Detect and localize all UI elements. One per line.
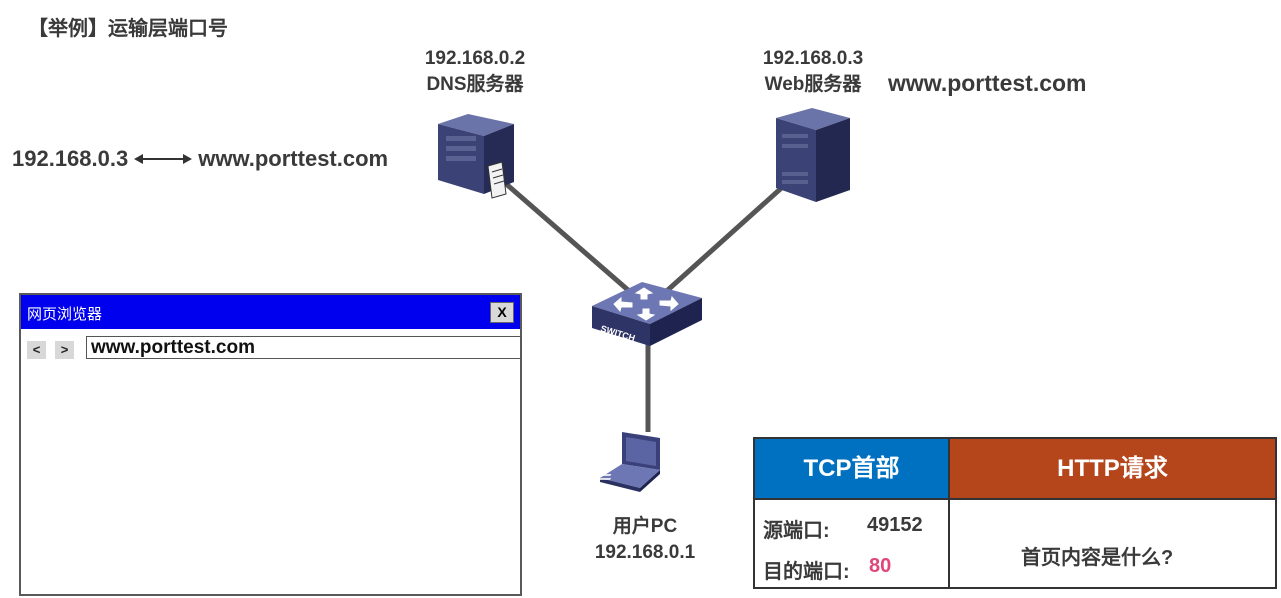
laptop-icon bbox=[594, 432, 660, 492]
web-server-icon bbox=[776, 108, 850, 202]
switch-icon: SWITCH bbox=[592, 282, 702, 346]
close-button[interactable]: X bbox=[490, 302, 514, 323]
back-button[interactable]: < bbox=[27, 341, 46, 359]
address-bar[interactable]: www.porttest.com bbox=[86, 336, 522, 359]
http-header-cell: HTTP请求 bbox=[950, 439, 1275, 498]
link-dns-switch bbox=[503, 181, 638, 299]
mapping-hostname: www.porttest.com bbox=[198, 146, 389, 171]
user-pc-name: 用户PC bbox=[612, 516, 678, 537]
user-pc-label: 用户PC 192.168.0.1 bbox=[570, 514, 720, 566]
page-title: 【举例】运输层端口号 bbox=[28, 18, 228, 40]
http-request-content: 首页内容是什么? bbox=[1021, 547, 1174, 569]
forward-button[interactable]: > bbox=[55, 341, 74, 359]
src-port-value: 49152 bbox=[867, 514, 923, 536]
dns-server-icon bbox=[438, 114, 514, 199]
mapping-ip: 192.168.0.3 bbox=[12, 146, 129, 171]
web-server-label: 192.168.0.3 Web服务器 bbox=[738, 46, 888, 98]
dns-server-label: 192.168.0.2 DNS服务器 bbox=[400, 46, 550, 98]
double-arrow-icon bbox=[134, 154, 193, 164]
browser-window: 网页浏览器 X < > www.porttest.com bbox=[19, 293, 522, 596]
user-pc-ip: 192.168.0.1 bbox=[594, 542, 696, 563]
web-server-name: Web服务器 bbox=[764, 74, 862, 95]
dst-port-value: 80 bbox=[869, 555, 892, 577]
tcp-header-cell: TCP首部 bbox=[755, 439, 948, 498]
src-port-label: 源端口: bbox=[763, 520, 830, 542]
dns-server-ip: 192.168.0.2 bbox=[424, 48, 526, 69]
dns-server-name: DNS服务器 bbox=[426, 74, 524, 95]
browser-titlebar: 网页浏览器 X bbox=[21, 295, 520, 329]
row-divider bbox=[755, 498, 1275, 500]
web-server-ip: 192.168.0.3 bbox=[762, 48, 864, 69]
packet-table: TCP首部 HTTP请求 源端口: 49152 目的端口: 80 首页内容是什么… bbox=[753, 437, 1277, 589]
web-server-hostname: www.porttest.com bbox=[888, 70, 1087, 96]
column-divider bbox=[948, 439, 950, 587]
dst-port-label: 目的端口: bbox=[763, 561, 850, 583]
dns-mapping: 192.168.0.3 www.porttest.com bbox=[12, 146, 388, 172]
link-web-switch bbox=[658, 181, 789, 299]
browser-title: 网页浏览器 bbox=[27, 306, 103, 323]
